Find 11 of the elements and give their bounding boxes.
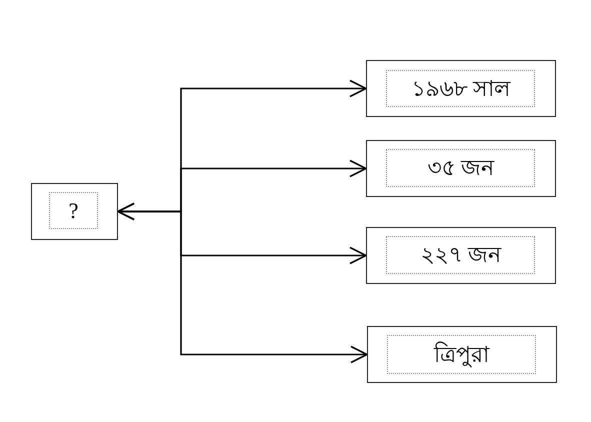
dotted-text-frame: ২২৭ জন [386,236,535,274]
dotted-text-frame: ? [49,192,98,229]
connector-arrow [117,202,368,364]
dotted-text-frame: ৩৫ জন [386,149,535,187]
node-box [366,227,556,284]
node-box [367,326,557,383]
node-box [366,60,556,117]
node-box [31,183,118,240]
dotted-text-frame: ত্রিপুরা [387,335,536,374]
dotted-text-frame: ১৯৬৮ সাল [386,70,535,107]
node-box [366,140,556,197]
